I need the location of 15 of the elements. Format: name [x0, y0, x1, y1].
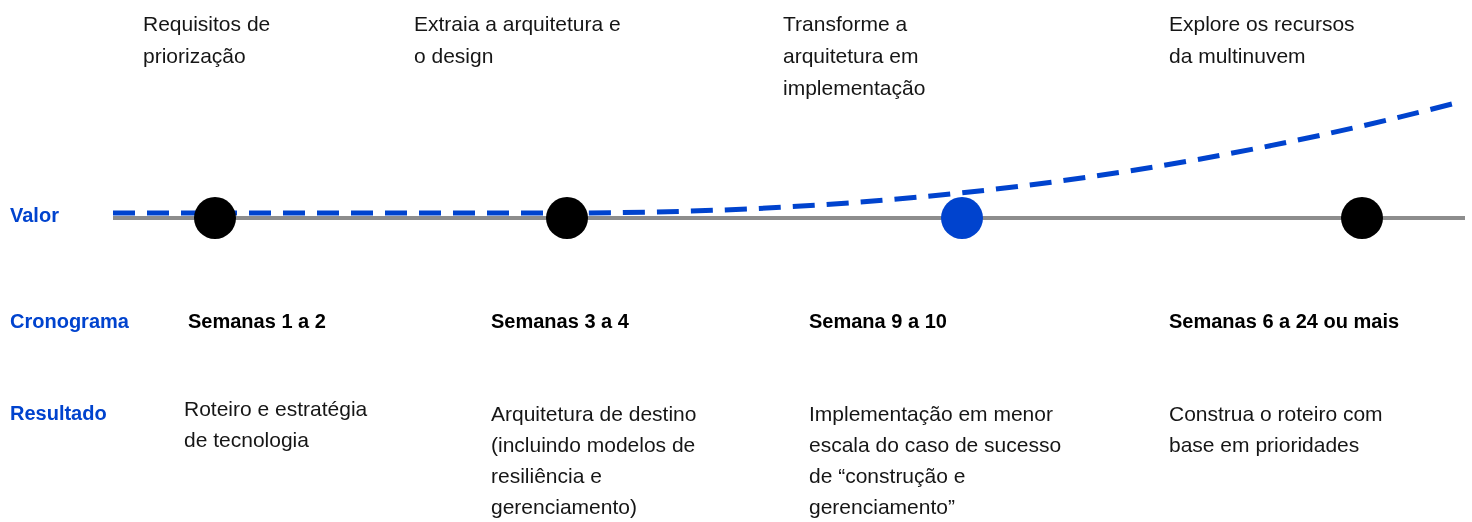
phase-title: Explore os recursos da multinuvem	[1169, 11, 1356, 69]
outcome-text: Roteiro e estratégia de tecnologia	[184, 396, 369, 453]
outcome-text: Implementação em menor escala do caso de sucesso de “construção e gerenciamento”	[809, 401, 1063, 520]
row-label: Resultado	[10, 401, 108, 426]
phase-title: Transforme a arquitetura em implementação	[783, 11, 927, 101]
phase-title: Extraia a arquitetura e o design	[414, 11, 622, 69]
row-label: Valor	[10, 203, 60, 228]
phase-title: Requisitos de priorização	[143, 11, 272, 69]
timeline-label: Semanas 3 a 4	[491, 309, 630, 334]
outcome-text: Construa o roteiro com base em prioridades	[1169, 401, 1384, 458]
timeline-label: Semanas 6 a 24 ou mais	[1169, 309, 1401, 334]
row-label: Cronograma	[10, 309, 130, 334]
timeline-label: Semana 9 a 10	[809, 309, 948, 334]
timeline-label: Semanas 1 a 2	[188, 309, 327, 334]
outcome-text: Arquitetura de destino (incluindo modelos de resiliência e gerenciamento)	[491, 401, 698, 520]
